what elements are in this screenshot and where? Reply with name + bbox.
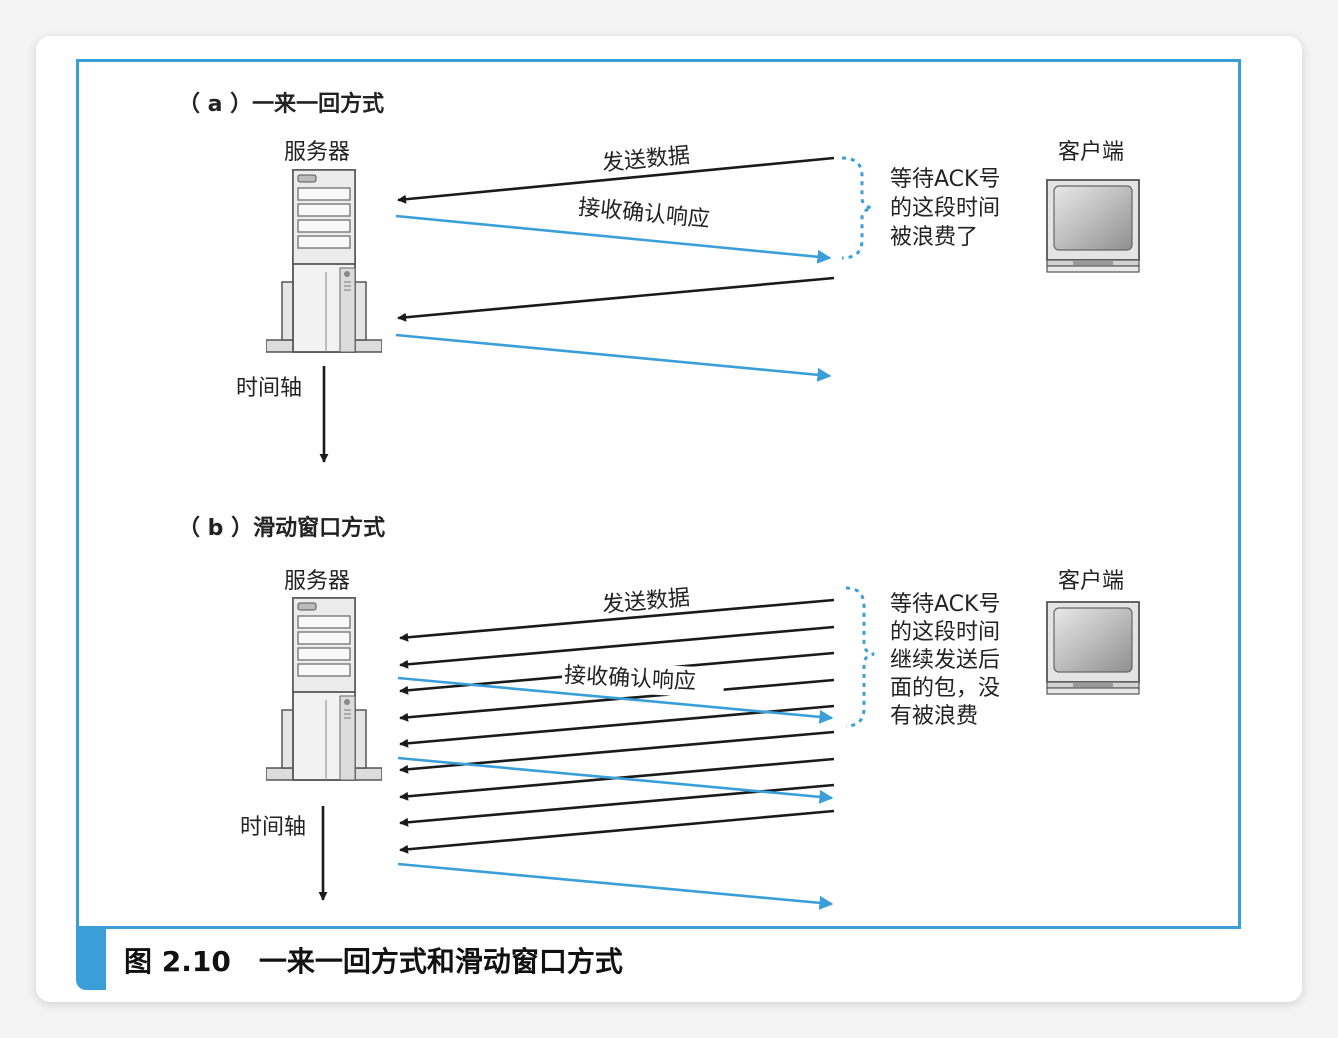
wait-line: 有被浪费 xyxy=(890,704,978,729)
wait-line: 被浪费了 xyxy=(890,225,978,250)
server-tower-icon xyxy=(266,597,382,781)
section-b: （ b ）滑动窗口方式 服务器 客户端 发送数据 接收确认响应 等待ACK号 的… xyxy=(178,515,1140,910)
label-backing xyxy=(561,659,725,699)
ack-arrow xyxy=(395,333,832,382)
wait-line: 面的包，没 xyxy=(890,676,1000,701)
section-a-server-label: 服务器 xyxy=(284,140,350,165)
section-a-send-label: 发送数据 xyxy=(601,143,691,176)
wait-line: 的这段时间 xyxy=(890,620,1000,645)
caption-tab xyxy=(76,928,106,990)
monitor-icon xyxy=(1046,601,1140,695)
section-a-title: （ a ）一来一回方式 xyxy=(178,91,384,117)
section-a-time-axis-label: 时间轴 xyxy=(236,376,302,401)
figure-caption: 图 2.10 一来一回方式和滑动窗口方式 xyxy=(124,945,623,978)
wait-brace xyxy=(841,156,873,260)
wait-line: 继续发送后 xyxy=(890,648,1000,673)
ack-arrow xyxy=(395,214,832,264)
section-a-wait-note: 等待ACK号 的这段时间 被浪费了 xyxy=(890,167,1000,250)
section-b-client-label: 客户端 xyxy=(1058,569,1124,594)
ack-arrow xyxy=(397,676,834,724)
wait-brace xyxy=(845,586,875,728)
data-arrow xyxy=(399,598,835,642)
section-b-title: （ b ）滑动窗口方式 xyxy=(178,515,385,541)
ack-arrow xyxy=(397,862,834,910)
wait-line: 的这段时间 xyxy=(890,196,1000,221)
data-arrow xyxy=(397,156,835,204)
section-b-time-axis-label: 时间轴 xyxy=(240,815,306,840)
section-a-ack-label: 接收确认响应 xyxy=(577,195,711,233)
section-a: （ a ）一来一回方式 服务器 客户端 发送数据 接收确认响应 等待ACK号 的… xyxy=(178,91,1140,463)
server-tower-icon xyxy=(266,169,382,353)
section-b-server-label: 服务器 xyxy=(284,569,350,594)
monitor-icon xyxy=(1046,179,1140,273)
wait-line: 等待ACK号 xyxy=(890,592,1000,617)
section-a-client-label: 客户端 xyxy=(1058,140,1124,165)
data-arrow xyxy=(399,809,835,854)
figure-frame xyxy=(76,59,1241,929)
data-arrow xyxy=(397,276,835,322)
wait-line: 等待ACK号 xyxy=(890,167,1000,192)
data-arrow xyxy=(399,625,835,669)
ack-arrow xyxy=(397,756,834,804)
label-backing xyxy=(594,575,710,617)
section-b-wait-note: 等待ACK号 的这段时间 继续发送后 面的包，没 有被浪费 xyxy=(890,592,1000,729)
